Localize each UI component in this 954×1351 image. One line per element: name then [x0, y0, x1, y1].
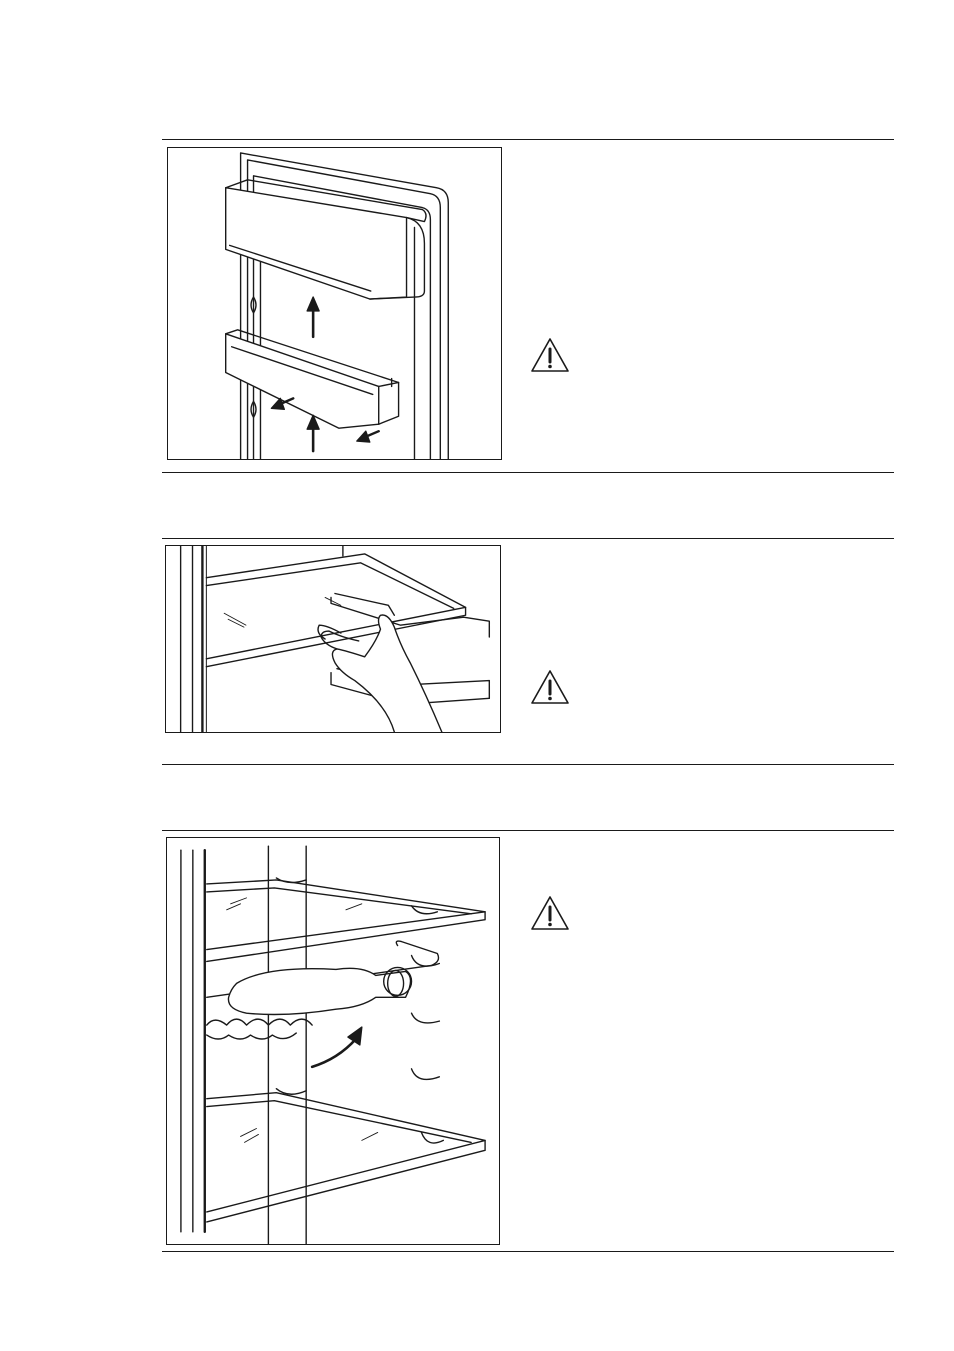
door-bins-removal-illustration: [167, 147, 502, 460]
section-divider: [162, 830, 894, 831]
bottle-rack-illustration: [166, 837, 500, 1245]
warning-triangle-icon: [530, 895, 570, 931]
section-divider: [162, 139, 894, 140]
section-divider: [162, 472, 894, 473]
warning-triangle-icon: [530, 337, 570, 373]
section-divider: [162, 538, 894, 539]
section-divider: [162, 764, 894, 765]
glass-shelf-removal-illustration: [165, 545, 501, 733]
warning-triangle-icon: [530, 669, 570, 705]
section-divider: [162, 1251, 894, 1252]
